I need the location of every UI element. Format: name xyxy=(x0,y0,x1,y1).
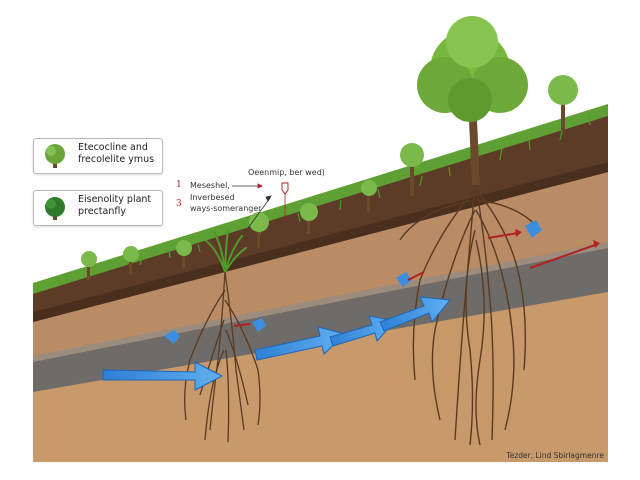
small-tree-icon xyxy=(300,203,318,234)
annotation-item-3: ways-someranger xyxy=(190,204,262,213)
small-flow-arrow-icon xyxy=(396,272,412,287)
flow-arrow-icon xyxy=(379,296,451,332)
small-tree-icon xyxy=(400,143,424,196)
aquifer-layer xyxy=(33,240,608,392)
red-arrow-icon xyxy=(487,232,519,239)
flow-arrow-icon xyxy=(102,361,224,391)
broadleaf-tree-icon xyxy=(45,144,65,168)
grass-plant xyxy=(184,229,261,443)
legend-item-1: Etecocline and frecolelite ymus xyxy=(33,138,163,174)
small-trees xyxy=(81,75,578,280)
tree-canopy xyxy=(417,16,528,122)
conifer-tree-icon xyxy=(45,197,65,220)
legend-item-2: Eisenolity plant prectanfly xyxy=(33,190,163,226)
small-flow-arrow-icon xyxy=(164,330,180,344)
red-arrow-icon xyxy=(233,323,251,327)
small-tree-icon xyxy=(81,251,97,280)
small-flow-arrow-icon xyxy=(525,220,542,238)
image-credit: Tezder, Lind Sbirlagmenre xyxy=(506,451,604,460)
small-tree-icon xyxy=(548,75,578,130)
red-arrow-icon xyxy=(407,271,425,281)
legend-label: Etecocline and frecolelite ymus xyxy=(78,142,155,165)
plant-roots xyxy=(184,271,261,443)
annotation-item-1: Meseshel, xyxy=(190,181,230,190)
annotation-item-2: Inverbesed xyxy=(190,193,235,202)
small-tree-icon xyxy=(123,246,139,274)
annotation-number-3: 3 xyxy=(176,199,182,209)
annotation-top: Oeenmip, ber wed) xyxy=(248,168,325,177)
flow-arrow-icon xyxy=(329,315,396,347)
large-tree xyxy=(399,16,541,446)
water-flow-arrows xyxy=(102,220,542,391)
bedrock-layer xyxy=(33,290,608,462)
small-flow-arrow-icon xyxy=(252,318,266,332)
red-arrows xyxy=(233,229,600,327)
small-tree-icon xyxy=(249,212,269,248)
pin-marker-icon xyxy=(281,182,289,195)
grass-blades xyxy=(57,114,591,286)
red-arrow-icon xyxy=(529,243,599,269)
subsoil-layer xyxy=(33,168,608,356)
topsoil-layer xyxy=(33,110,608,322)
legend-label: Eisenolity plant prectanfly xyxy=(78,194,152,217)
small-tree-icon xyxy=(176,240,192,268)
small-tree-icon xyxy=(361,180,377,212)
ground-layers xyxy=(33,104,608,462)
tree-roots xyxy=(399,184,541,446)
annotation-number-1: 1 xyxy=(176,180,182,190)
annotation-pointers xyxy=(232,183,286,229)
